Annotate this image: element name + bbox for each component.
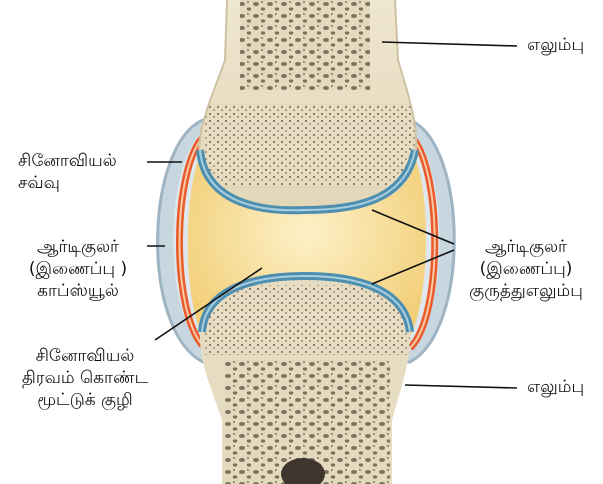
label-articular-cartilage: ஆர்டிகுலர் (இணைப்பு) குருத்துஎலும்பு	[456, 236, 596, 302]
label-bone-top: எலும்பு	[527, 34, 584, 56]
label-synovial-membrane: சினோவியல் சவ்வு	[18, 150, 117, 194]
label-synovial-cavity: சினோவியல் திரவம் கொண்ட மூட்டுக் குழி	[6, 345, 164, 411]
label-bone-bottom: எலும்பு	[527, 376, 584, 398]
label-articular-capsule: ஆர்டிகுலர் (இணைப்பு ) காப்ஸ்யூல்	[14, 236, 142, 302]
